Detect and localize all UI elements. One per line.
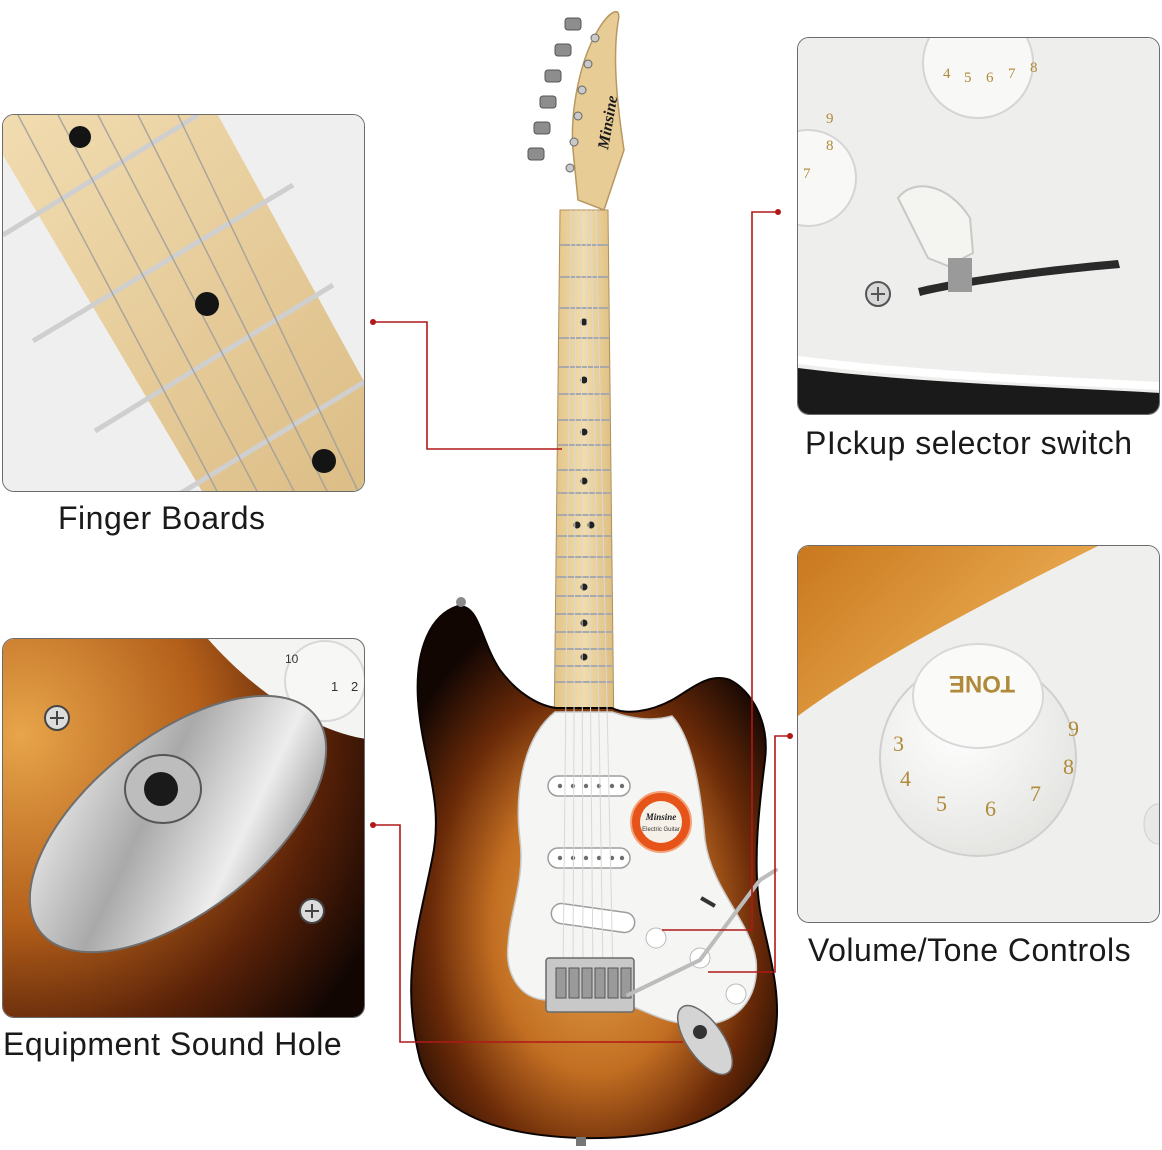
sound-hole-label: Equipment Sound Hole: [3, 1026, 343, 1062]
sound-hole-panel: 10 1 2: [2, 638, 365, 1018]
knob-digit: 6: [986, 70, 994, 86]
volume-tone-panel: TONE 3 4 5 6 7 8 9: [797, 545, 1160, 923]
volume-knob: [284, 640, 364, 722]
output-jack-icon: [144, 772, 178, 806]
volume-tone-label: Volume/Tone Controls: [808, 932, 1132, 968]
knob-digit: 3: [893, 731, 904, 756]
knob-digit: 8: [826, 138, 834, 154]
tone-label: TONE: [949, 670, 1015, 697]
knob-digit: 7: [1030, 781, 1041, 806]
fret-marker: [69, 126, 91, 148]
pickups: [547, 775, 636, 934]
brand-sticker: Minsine Electric Guitar: [630, 791, 692, 853]
knob-digit: 7: [803, 166, 811, 182]
switch-tip: [896, 185, 975, 268]
knob-digit: 10: [285, 652, 299, 666]
frets: [555, 244, 613, 683]
strings: [562, 209, 614, 976]
tuning-pegs: [527, 17, 582, 161]
finger-boards-panel: [2, 114, 365, 492]
knob-digit: 9: [826, 111, 834, 127]
pickup-switch-panel: 4 5 6 7 8 9 8 7: [797, 37, 1160, 415]
fret-marker: [195, 292, 219, 316]
switch-slot: [918, 260, 1120, 296]
sticker-subtitle: Electric Guitar: [642, 827, 680, 833]
jack-plate-small: [676, 1004, 734, 1076]
tone-knob: [798, 129, 857, 227]
tremolo-arm: [626, 868, 778, 997]
knob-digit: 2: [351, 679, 358, 694]
knob-digit: 8: [1030, 60, 1038, 76]
callout-lines: [373, 211, 790, 1043]
bridge: [545, 957, 635, 1013]
knob-digit: 6: [985, 796, 996, 821]
finger-boards-photo: [3, 115, 364, 491]
finger-boards-label: Finger Boards: [58, 500, 266, 536]
pickup-switch-photo: 4 5 6 7 8 9 8 7: [798, 38, 1159, 414]
knob-digit: 5: [964, 70, 972, 86]
volume-tone-photo: TONE 3 4 5 6 7 8 9: [798, 546, 1159, 922]
jack-plate: [28, 694, 328, 954]
knob-digit: 9: [1068, 716, 1079, 741]
sticker-brand: Minsine: [645, 812, 677, 822]
knob-digit: 4: [943, 66, 951, 82]
knob-digit: 1: [331, 679, 338, 694]
knob-digit: 8: [1063, 754, 1074, 779]
knob-digit: 4: [900, 766, 911, 791]
sound-hole-photo: 10 1 2: [3, 639, 364, 1017]
knob-digit: 7: [1008, 66, 1016, 82]
pickup-switch-label: PIckup selector switch: [805, 425, 1133, 461]
knob-digit: 5: [936, 791, 947, 816]
volume-knob: [922, 38, 1034, 119]
fret-marker: [312, 449, 336, 473]
